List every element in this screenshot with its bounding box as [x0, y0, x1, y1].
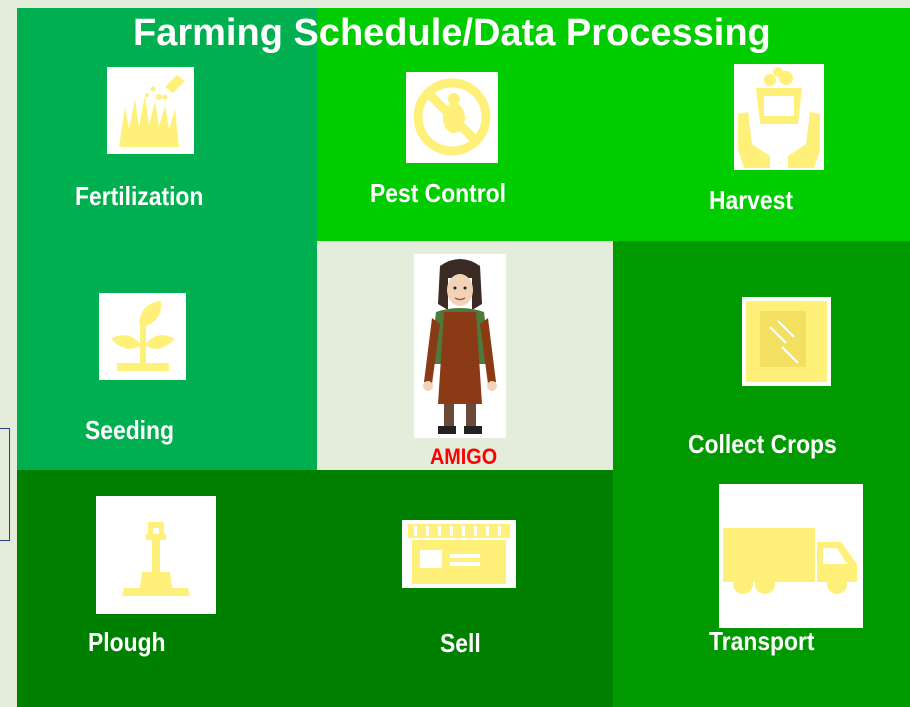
market-stall-icon-graphic: [408, 524, 510, 584]
grain-sack-icon[interactable]: [742, 297, 831, 386]
no-bug-icon-graphic: [413, 78, 491, 156]
sell-label: Sell: [440, 628, 481, 658]
character-name: AMIGO: [430, 444, 498, 469]
truck-icon[interactable]: [719, 484, 863, 628]
harvest-label: Harvest: [709, 185, 793, 215]
farmer-character-graphic: [423, 259, 497, 434]
sprout-icon-graphic: [111, 301, 175, 371]
transport-label: Transport: [709, 626, 815, 656]
market-stall-icon[interactable]: [402, 520, 516, 588]
pest-control-label: Pest Control: [370, 178, 507, 208]
hands-basket-icon[interactable]: [734, 64, 824, 170]
fertilizer-plant-icon[interactable]: [107, 67, 194, 154]
left-edge-frame: [0, 428, 10, 541]
shovel-icon-graphic: [122, 522, 190, 596]
page-title: Farming Schedule/Data Processing: [133, 12, 771, 54]
sprout-icon[interactable]: [99, 293, 186, 380]
seeding-label: Seeding: [85, 415, 175, 445]
hands-basket-icon-graphic: [738, 67, 820, 168]
truck-icon-graphic: [723, 528, 857, 594]
fertilizer-plant-icon-graphic: [119, 75, 185, 147]
collect-crops-label: Collect Crops: [688, 429, 837, 459]
plough-label: Plough: [88, 627, 166, 657]
fertilization-label: Fertilization: [75, 181, 204, 211]
no-bug-icon[interactable]: [406, 72, 498, 163]
shovel-icon[interactable]: [96, 496, 216, 614]
farmer-character-icon[interactable]: [414, 254, 506, 438]
grain-sack-icon-graphic: [746, 301, 827, 382]
